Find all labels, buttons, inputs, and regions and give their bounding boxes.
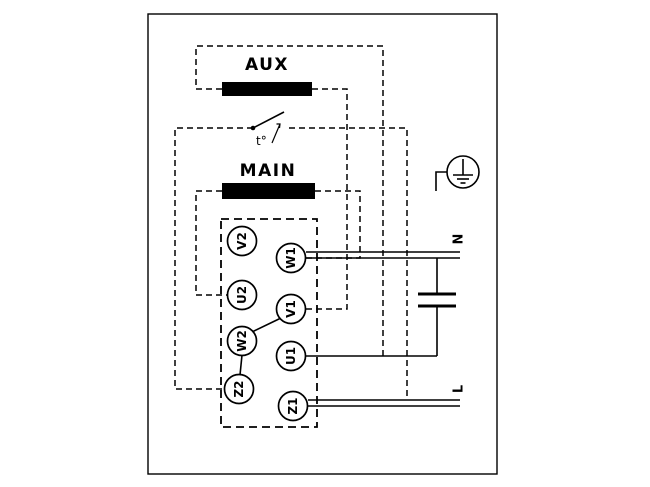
terminal-v1: V1 bbox=[275, 293, 307, 325]
switch-arrow-head bbox=[276, 123, 281, 129]
switch-to-line-wire bbox=[289, 127, 408, 400]
switch-to-z2-wire bbox=[174, 127, 253, 390]
terminal-bridges bbox=[239, 317, 282, 376]
terminal-u1-label: U1 bbox=[284, 347, 298, 365]
terminal-z2: Z2 bbox=[223, 373, 255, 405]
terminals-left: V2 U2 W2 Z2 bbox=[223, 225, 258, 405]
terminal-w1-label: W1 bbox=[284, 247, 298, 269]
main-winding: MAIN bbox=[222, 161, 315, 199]
switch-blade bbox=[252, 111, 285, 129]
internal-wiring bbox=[174, 45, 408, 400]
terminal-z2-label: Z2 bbox=[232, 380, 246, 397]
terminal-u1: U1 bbox=[275, 340, 307, 372]
terminal-u2: U2 bbox=[226, 279, 258, 311]
main-to-w1-wire bbox=[306, 190, 361, 259]
enclosure-frame bbox=[147, 13, 498, 475]
switch-actuator-arrow bbox=[271, 123, 281, 144]
bridge-z2-w2 bbox=[239, 354, 243, 376]
line-label: L bbox=[452, 385, 467, 393]
capacitor-icon bbox=[418, 258, 456, 356]
terminal-w1: W1 bbox=[275, 242, 307, 274]
terminal-w2-label: W2 bbox=[235, 330, 249, 352]
earth-ground-icon bbox=[435, 155, 480, 191]
terminal-v1-label: V1 bbox=[284, 300, 298, 318]
main-to-u2-wire bbox=[195, 190, 227, 296]
terminal-u2-label: U2 bbox=[235, 286, 249, 304]
aux-winding: AUX bbox=[222, 55, 312, 96]
terminal-w2: W2 bbox=[226, 325, 258, 357]
terminal-v2-label: V2 bbox=[235, 232, 249, 250]
thermal-switch-icon: t° bbox=[250, 111, 285, 148]
thermal-switch-label: t° bbox=[256, 134, 267, 148]
terminal-z1-label: Z1 bbox=[286, 397, 300, 414]
terminal-z1: Z1 bbox=[277, 390, 309, 422]
aux-to-v1-wire bbox=[306, 88, 348, 310]
ground-lead bbox=[435, 171, 447, 191]
main-winding-label: MAIN bbox=[240, 161, 297, 181]
terminal-box bbox=[220, 218, 318, 428]
terminal-v2: V2 bbox=[226, 225, 258, 257]
bridge-w2-v1 bbox=[251, 317, 282, 333]
external-wiring bbox=[306, 251, 460, 407]
ground-circle bbox=[446, 155, 480, 189]
aux-winding-label: AUX bbox=[245, 55, 289, 75]
main-winding-bar bbox=[222, 183, 315, 199]
terminals-right: W1 V1 U1 Z1 bbox=[275, 242, 309, 422]
neutral-label: N bbox=[452, 234, 467, 245]
aux-winding-bar bbox=[222, 82, 312, 96]
